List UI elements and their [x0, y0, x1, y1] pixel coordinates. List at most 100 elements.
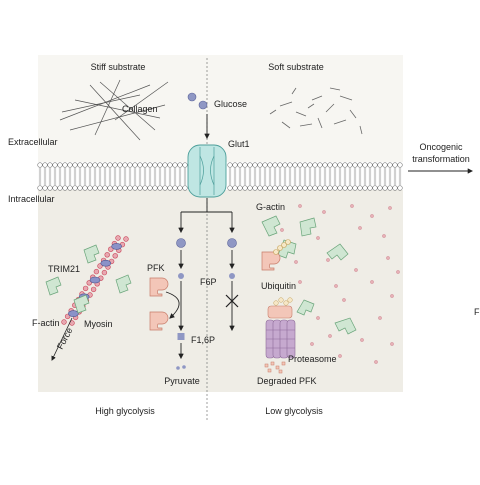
myosin-head — [111, 243, 122, 250]
lipid-head — [382, 185, 388, 191]
lipid-head — [82, 162, 88, 168]
glucose-branch — [178, 198, 235, 234]
lipid-head — [67, 162, 73, 168]
g-actin-dot — [298, 280, 302, 284]
f-actin-subunit — [104, 252, 110, 258]
g-actin-dot — [360, 338, 364, 342]
lipid-head — [322, 185, 328, 191]
g-actin-dot — [310, 342, 314, 346]
lipid-head — [292, 162, 298, 168]
lipid-head — [117, 162, 123, 168]
g-actin-dot — [322, 210, 326, 214]
proteasome — [265, 297, 296, 359]
lipid-head — [357, 162, 363, 168]
lipid-head — [372, 162, 378, 168]
lipid-head — [302, 185, 308, 191]
actin-monomer — [45, 276, 62, 296]
lipid-head — [397, 162, 403, 168]
lipid-head — [62, 185, 68, 191]
lipid-head — [277, 185, 283, 191]
f-actin-subunit — [82, 285, 89, 292]
myosin-head — [100, 259, 112, 267]
lipid-head — [332, 162, 338, 168]
lipid-head — [237, 162, 243, 168]
intracellular-label: Intracellular — [8, 194, 55, 204]
lipid-head — [387, 162, 393, 168]
lipid-head — [147, 185, 153, 191]
g-actin-dot — [280, 228, 284, 232]
lipid-head — [247, 162, 253, 168]
lipid-head — [232, 185, 238, 191]
glut1-transporter — [187, 144, 227, 198]
lipid-head — [102, 185, 108, 191]
lipid-head — [182, 185, 188, 191]
lipid-head — [107, 162, 113, 168]
lipid-head — [127, 162, 133, 168]
stiff-substrate-label: Stiff substrate — [91, 62, 146, 72]
g-actin-dot — [294, 260, 298, 264]
myosin-label: Myosin — [84, 319, 113, 329]
collagen-label: Collagen — [122, 104, 158, 114]
lipid-head — [142, 185, 148, 191]
lipid-head — [317, 185, 323, 191]
lipid-head — [157, 162, 163, 168]
lipid-head — [357, 185, 363, 191]
glucose-molecule — [187, 92, 197, 102]
glut1-label: Glut1 — [228, 139, 250, 149]
lipid-head — [132, 185, 138, 191]
lipid-head — [47, 185, 53, 191]
cell-membrane — [37, 162, 403, 191]
lipid-head — [77, 162, 83, 168]
extracellular-label: Extracellular — [8, 137, 58, 147]
actin-monomer — [115, 274, 132, 294]
lipid-head — [242, 185, 248, 191]
lipid-head — [282, 162, 288, 168]
lipid-head — [162, 162, 168, 168]
lipid-head — [387, 185, 393, 191]
glucose-intracellular — [176, 238, 186, 248]
g-actin-dot — [388, 206, 392, 210]
lipid-head — [362, 162, 368, 168]
pfk-catalysis-arrow — [165, 291, 180, 319]
lipid-head — [92, 162, 98, 168]
lipid-head — [257, 185, 263, 191]
lipid-head — [42, 185, 48, 191]
high-glycolysis-label: High glycolysis — [95, 406, 155, 416]
lipid-head — [302, 162, 308, 168]
lipid-head — [232, 162, 238, 168]
collagen-fibers — [59, 79, 169, 141]
soft-fibers — [269, 87, 363, 135]
lipid-head — [347, 162, 353, 168]
f-actin-subunit — [101, 269, 108, 276]
g-actin-dots — [280, 204, 400, 364]
g-actin-dot — [316, 316, 320, 320]
lipid-head — [332, 185, 338, 191]
lipid-head — [342, 162, 348, 168]
lipid-head — [272, 162, 278, 168]
g-actin-label: G-actin — [256, 202, 285, 212]
ubiquitin-label: Ubiquitin — [261, 281, 296, 291]
low-glycolysis-label: Low glycolysis — [265, 406, 323, 416]
g-actin-dot — [382, 234, 386, 238]
lipid-head — [252, 162, 258, 168]
lipid-head — [107, 185, 113, 191]
pyruvate-molecule — [182, 365, 186, 369]
lipid-head — [167, 185, 173, 191]
lipid-head — [47, 162, 53, 168]
g-actin-dot — [374, 360, 378, 364]
lipid-head — [167, 162, 173, 168]
lipid-head — [247, 185, 253, 191]
lipid-head — [137, 162, 143, 168]
cut-off-label: F — [474, 307, 480, 317]
lipid-head — [252, 185, 258, 191]
lipid-head — [342, 185, 348, 191]
g-actin-dot — [370, 280, 374, 284]
lipid-head — [227, 185, 233, 191]
lipid-head — [37, 185, 43, 191]
lipid-head — [52, 185, 58, 191]
lipid-head — [112, 162, 118, 168]
cytoplasm — [38, 190, 403, 392]
lipid-head — [307, 185, 313, 191]
lipid-head — [97, 162, 103, 168]
